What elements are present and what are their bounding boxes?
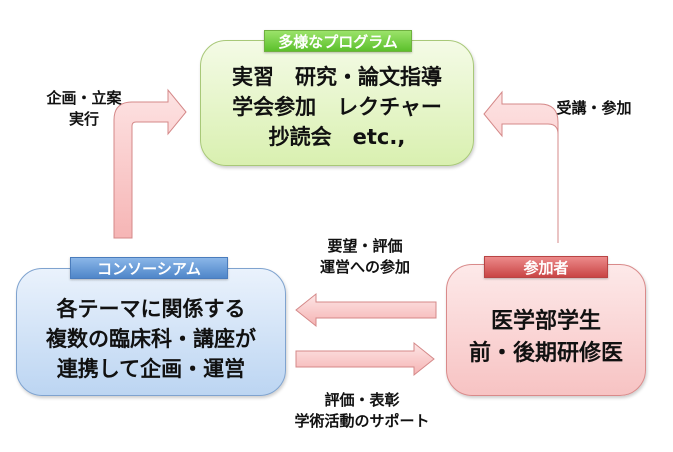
program-line-3: 抄読会 etc., bbox=[268, 125, 406, 149]
plan-arrow bbox=[113, 88, 187, 239]
support-label: 評価・表彰 学術活動のサポート bbox=[270, 390, 454, 432]
support-label-line-2: 学術活動のサポート bbox=[294, 412, 430, 430]
participant-tag: 参加者 bbox=[484, 256, 608, 278]
plan-label-line-2: 実行 bbox=[68, 110, 99, 128]
program-line-2: 学会参加 レクチャー bbox=[232, 95, 442, 119]
attend-arrow bbox=[483, 90, 559, 243]
program-tag: 多様なプログラム bbox=[264, 30, 412, 52]
consortium-tag: コンソーシアム bbox=[70, 257, 228, 279]
support-arrow bbox=[295, 341, 435, 377]
attend-label: 受講・参加 bbox=[534, 98, 654, 119]
consortium-line-3: 連携して企画・運営 bbox=[56, 357, 246, 381]
attend-label-line-1: 受講・参加 bbox=[556, 99, 632, 117]
feedback-label-line-2: 運営への参加 bbox=[319, 258, 410, 276]
participant-line-2: 前・後期研修医 bbox=[468, 341, 623, 366]
plan-label-line-1: 企画・立案 bbox=[46, 89, 122, 107]
feedback-label-line-1: 要望・評価 bbox=[327, 237, 403, 255]
participant-line-1: 医学部学生 bbox=[490, 309, 601, 334]
feedback-label: 要望・評価 運営への参加 bbox=[290, 236, 440, 278]
program-box: 実習 研究・論文指導 学会参加 レクチャー 抄読会 etc., bbox=[200, 40, 474, 166]
consortium-line-1: 各テーマに関係する bbox=[56, 297, 246, 321]
consortium-box: 各テーマに関係する 複数の臨床科・講座が 連携して企画・運営 bbox=[16, 268, 286, 396]
feedback-arrow bbox=[295, 292, 437, 328]
consortium-line-2: 複数の臨床科・講座が bbox=[46, 327, 256, 351]
program-line-1: 実習 研究・論文指導 bbox=[232, 65, 442, 89]
support-label-line-1: 評価・表彰 bbox=[324, 391, 400, 409]
participant-box: 医学部学生 前・後期研修医 bbox=[446, 264, 646, 396]
plan-label: 企画・立案 実行 bbox=[24, 88, 144, 130]
